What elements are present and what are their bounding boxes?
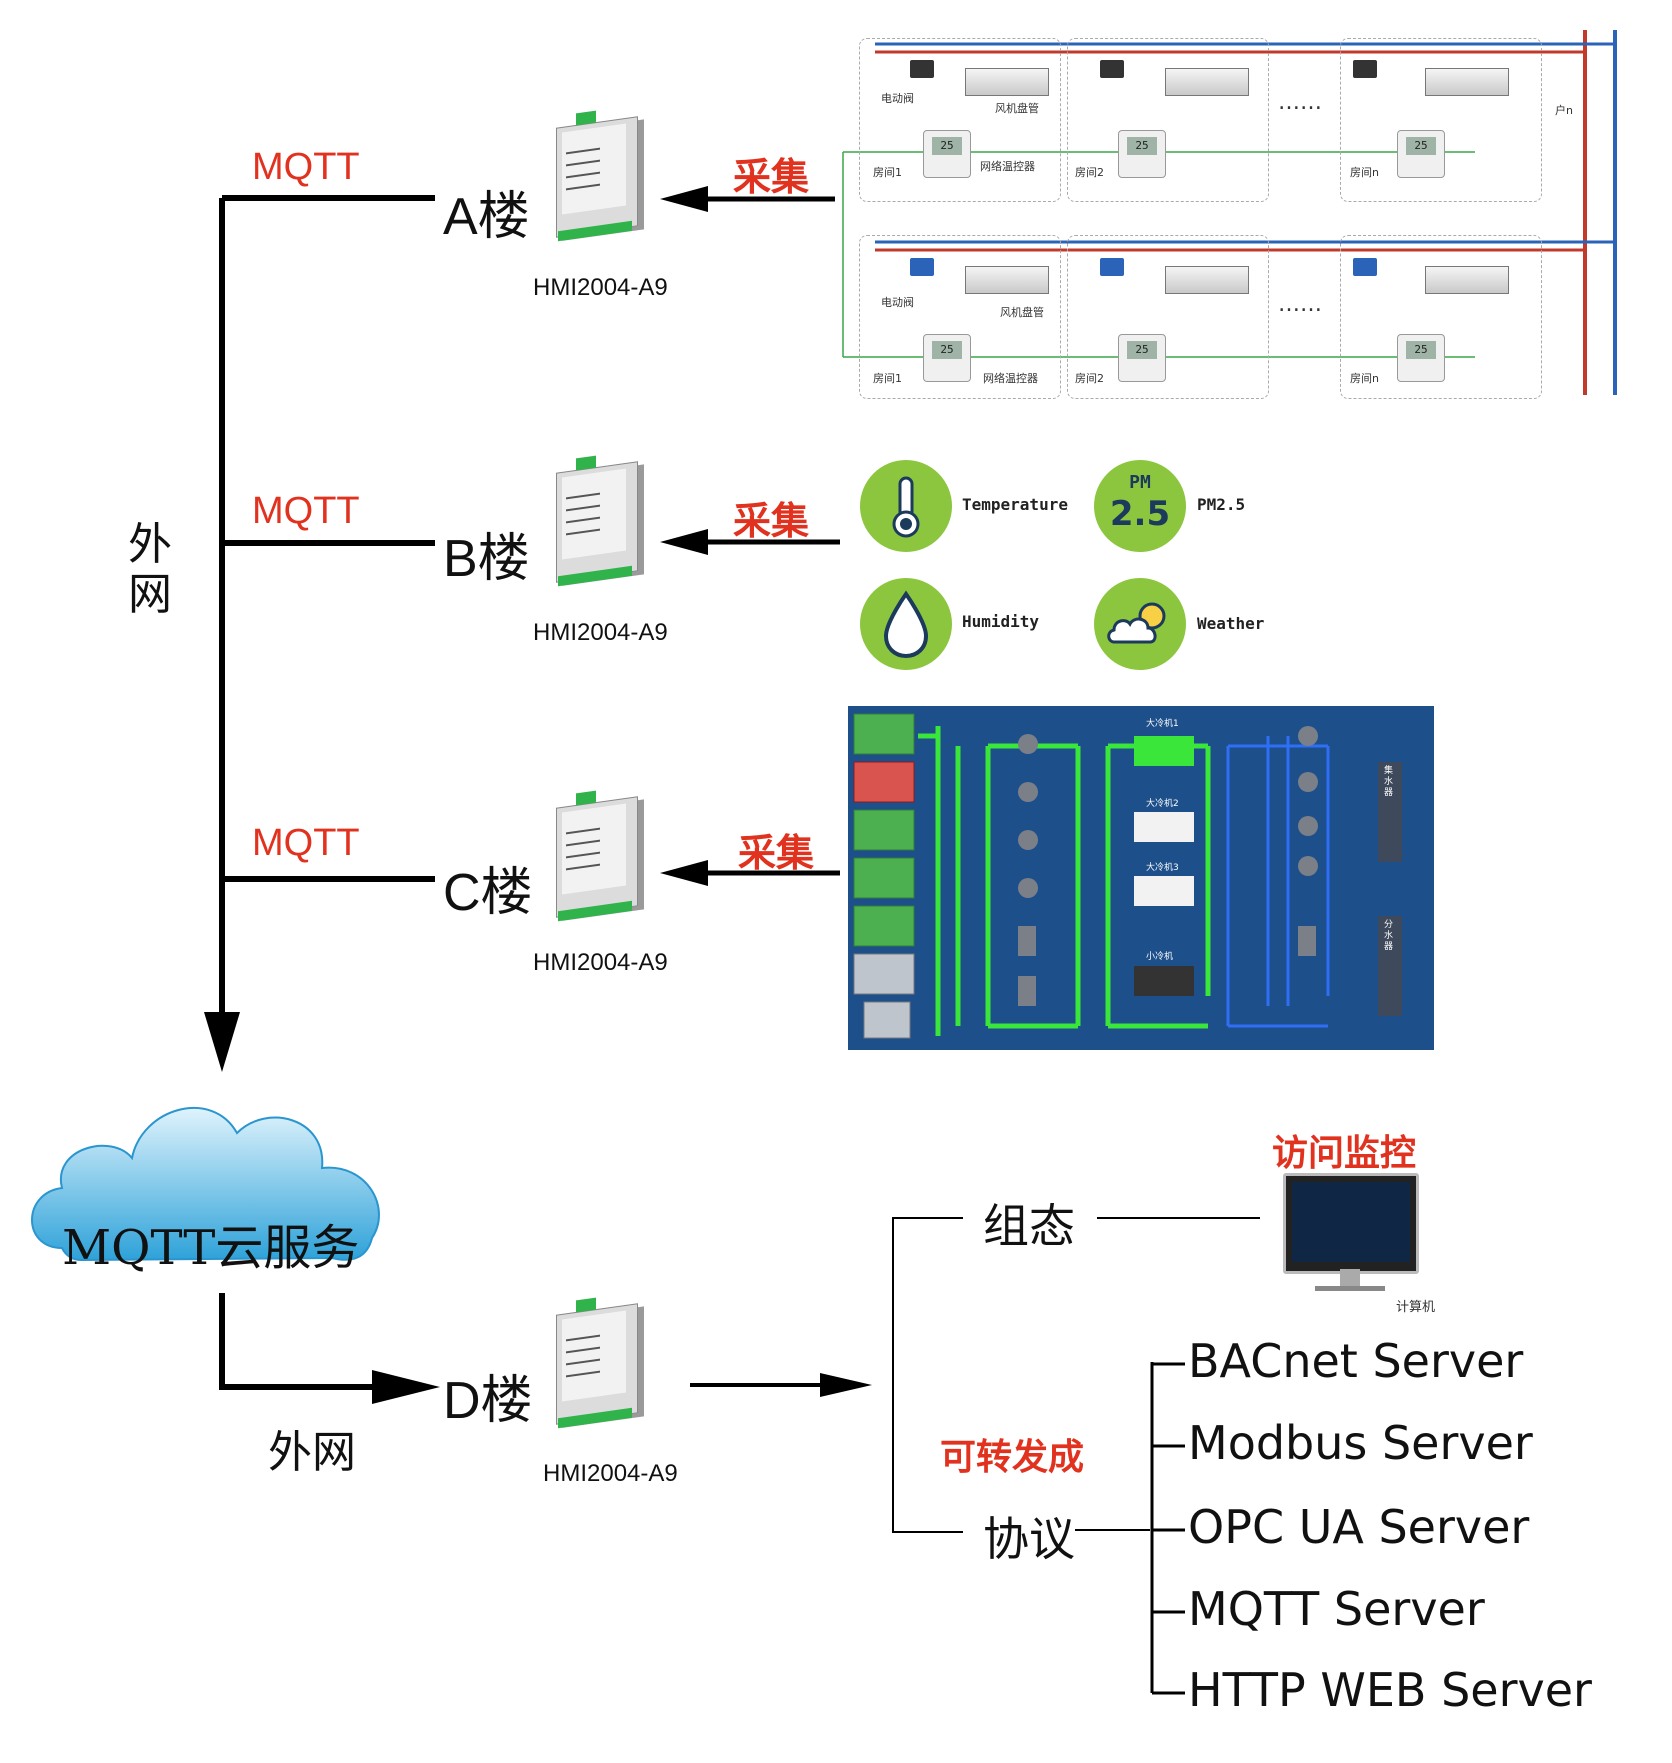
ac-fcu-diagram: 电动阀 风机盘管 25 房间1 网络温控器 25 房间2 …… 25 房间n 户… <box>835 30 1640 400</box>
mqtt-cloud-icon <box>31 1107 380 1262</box>
mqtt-label-a: MQTT <box>252 146 360 188</box>
room-2-label: 房间2 <box>1075 166 1104 179</box>
thermostat: 25 <box>1118 130 1166 178</box>
thermostat: 25 <box>1397 334 1445 382</box>
mqtt-label-c: MQTT <box>252 822 360 864</box>
room-2-label: 房间2 <box>1075 372 1104 385</box>
pm25-icon-value-text: 2.5 <box>1109 494 1171 534</box>
convert-title: 可转发成 <box>940 1437 1085 1478</box>
thermostat: 25 <box>1118 334 1166 382</box>
electric-valve-icon <box>1100 60 1124 78</box>
collect-label-c: 采集 <box>738 831 815 875</box>
monitor-stand <box>1340 1269 1360 1287</box>
fan-coil-unit <box>965 68 1049 96</box>
household-label: 户n <box>1555 104 1573 117</box>
electric-valve-icon <box>910 258 934 276</box>
pm25-icon-top-text: PM <box>1129 472 1151 493</box>
cloud-service-label: MQTT云服务 <box>62 1220 360 1276</box>
sensor-pm25-label: PM2.5 <box>1197 495 1246 514</box>
sensor-weather-label: Weather <box>1197 614 1265 633</box>
fan-coil-unit <box>965 266 1049 294</box>
valve-label: 电动阀 <box>881 92 914 105</box>
building-d-label: D楼 <box>443 1372 533 1430</box>
sensor-temperature-label: Temperature <box>962 495 1068 514</box>
fan-coil-unit <box>1425 68 1509 96</box>
controller-label: 网络温控器 <box>983 372 1038 385</box>
room-1-label: 房间1 <box>873 166 902 179</box>
chiller-plant-scada: 大冷机1 大冷机2 大冷机3 小冷机 集水器 分水器 <box>848 706 1434 1050</box>
fan-coil-unit <box>1165 68 1249 96</box>
external-network-char-1: 外 <box>128 519 172 570</box>
thermostat: 25 <box>1397 130 1445 178</box>
cloud-sun-icon <box>1094 578 1186 670</box>
server-mqtt: MQTT Server <box>1188 1582 1485 1636</box>
cloud-to-d-line <box>219 1293 380 1390</box>
electric-valve-icon <box>1353 60 1377 78</box>
building-b-label: B楼 <box>443 530 530 588</box>
computer-label: 计算机 <box>1396 1300 1436 1315</box>
server-modbus: Modbus Server <box>1188 1416 1533 1470</box>
gateway-device-b <box>548 455 648 587</box>
ellipsis-2: …… <box>1278 292 1322 317</box>
electric-valve-icon <box>910 60 934 78</box>
controller-label: 网络温控器 <box>980 160 1035 173</box>
collect-label-a: 采集 <box>733 155 810 199</box>
sensor-humidity-label: Humidity <box>962 612 1040 631</box>
thermostat: 25 <box>923 130 971 178</box>
electric-valve-icon <box>1100 258 1124 276</box>
ellipsis-1: …… <box>1278 90 1322 115</box>
thermometer-icon <box>860 460 952 552</box>
gateway-model-c: HMI2004-A9 <box>533 949 668 976</box>
collect-label-b: 采集 <box>733 499 810 543</box>
chiller-3-label: 大冷机3 <box>1146 863 1179 873</box>
gateway-device-d <box>548 1297 648 1429</box>
gateway-model-a: HMI2004-A9 <box>533 274 668 301</box>
water-drop-icon <box>860 578 952 670</box>
fcu-label: 风机盘管 <box>995 102 1039 115</box>
server-bacnet: BACnet Server <box>1188 1334 1524 1388</box>
gateway-model-d: HMI2004-A9 <box>543 1460 678 1487</box>
external-network-horizontal: 外网 <box>268 1427 356 1478</box>
protocol-label: 协议 <box>983 1512 1075 1566</box>
output-bracket <box>892 1217 963 1533</box>
server-opcua: OPC UA Server <box>1188 1500 1530 1554</box>
monitor-title: 访问监控 <box>1272 1133 1417 1174</box>
thermostat: 25 <box>923 334 971 382</box>
monitor-base <box>1315 1286 1385 1291</box>
mqtt-label-b: MQTT <box>252 490 360 532</box>
building-c-label: C楼 <box>443 864 533 922</box>
chiller-1-label: 大冷机1 <box>1146 719 1179 729</box>
collector-label: 集水器 <box>1384 766 1394 798</box>
valve-label: 电动阀 <box>881 296 914 309</box>
external-network-char-2: 网 <box>128 569 172 620</box>
trunk-arrowhead <box>204 1012 240 1072</box>
gateway-device-c <box>548 790 648 922</box>
distributor-label: 分水器 <box>1384 920 1394 952</box>
chiller-small-label: 小冷机 <box>1146 952 1174 962</box>
room-n-label: 房间n <box>1350 166 1379 179</box>
room-1-label: 房间1 <box>873 372 902 385</box>
fan-coil-unit <box>1425 266 1509 294</box>
config-label: 组态 <box>983 1199 1075 1253</box>
server-http: HTTP WEB Server <box>1188 1663 1592 1717</box>
chiller-2-label: 大冷机2 <box>1146 799 1179 809</box>
computer-monitor-icon <box>1283 1173 1419 1274</box>
external-network-vertical: 外 网 <box>125 520 175 620</box>
room-n-label: 房间n <box>1350 372 1379 385</box>
electric-valve-icon <box>1353 258 1377 276</box>
gateway-device-a <box>548 110 648 242</box>
building-a-label: A楼 <box>443 188 530 246</box>
fcu-label: 风机盘管 <box>1000 306 1044 319</box>
fan-coil-unit <box>1165 266 1249 294</box>
pm25-icon: PM 2.5 <box>1094 460 1186 552</box>
gateway-model-b: HMI2004-A9 <box>533 619 668 646</box>
